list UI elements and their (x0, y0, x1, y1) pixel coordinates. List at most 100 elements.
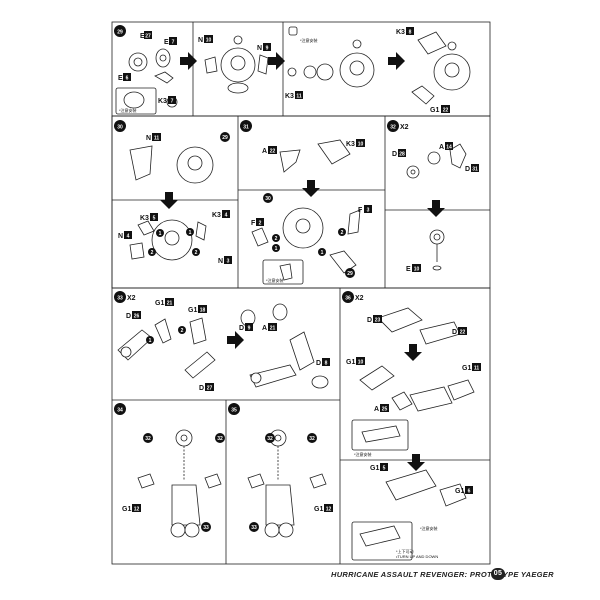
step-29-labels: E 27 E 7 E 6 K3 7 *注意安装 N 10 N 9 *注意安装 K… (118, 27, 450, 114)
svg-text:N: N (198, 37, 203, 44)
svg-text:29: 29 (222, 135, 228, 141)
svg-text:A: A (262, 148, 267, 155)
step-35 (247, 429, 327, 538)
arrow-down-icon (302, 180, 320, 197)
step-34-labels: 32 32 G1 12 33 (122, 433, 225, 532)
svg-text:9: 9 (248, 326, 251, 332)
svg-text:2: 2 (195, 250, 198, 256)
arrow-down-icon (407, 454, 425, 471)
svg-text:9: 9 (266, 46, 269, 52)
svg-text:D: D (126, 313, 131, 320)
svg-text:*上下可动: *上下可动 (396, 548, 414, 554)
arrow-down-icon (160, 192, 178, 209)
arrow-right-icon (180, 52, 197, 70)
svg-text:22: 22 (443, 108, 449, 114)
svg-text:G1: G1 (122, 506, 131, 513)
svg-text:*注意安装: *注意安装 (354, 451, 372, 457)
svg-text:32: 32 (390, 125, 396, 131)
svg-text:1: 1 (275, 246, 278, 252)
svg-text:10: 10 (358, 360, 364, 366)
step-32 (406, 143, 467, 271)
svg-text:G1: G1 (462, 365, 471, 372)
svg-text:*注意安装: *注意安装 (420, 525, 438, 531)
svg-text:11: 11 (296, 94, 302, 100)
step-36-labels: D 23 D 22 G1 10 G1 11 A 25 *注意安装 G1 5 G1… (346, 315, 481, 559)
svg-text:N: N (257, 45, 262, 52)
step-31 (251, 139, 361, 285)
svg-text:1: 1 (321, 250, 324, 256)
svg-text:6: 6 (468, 489, 471, 495)
svg-text:X2: X2 (400, 124, 409, 131)
page-footer: HURRICANE ASSAULT REVENGER: PROTOTYPE YA… (331, 568, 591, 582)
svg-text:G1: G1 (314, 506, 323, 513)
svg-text:21: 21 (167, 301, 173, 307)
svg-text:33: 33 (251, 525, 257, 531)
svg-text:35: 35 (231, 408, 237, 414)
svg-text:32: 32 (267, 436, 273, 442)
svg-text:8: 8 (409, 30, 412, 36)
step-arrows (160, 52, 445, 471)
step-30-labels: N 11 29 K3 5 K3 4 N 4 N 3 1 2 1 2 (118, 132, 232, 265)
manual-title: HURRICANE ASSAULT REVENGER: PROTOTYPE YA… (331, 570, 554, 579)
step-35-labels: 32 32 G1 12 33 (249, 433, 333, 532)
svg-text:K3: K3 (396, 29, 405, 36)
svg-text:*注意安装: *注意安装 (300, 37, 318, 43)
svg-text:10: 10 (206, 38, 212, 44)
svg-text:34: 34 (117, 408, 123, 414)
svg-text:1: 1 (159, 231, 162, 237)
svg-text:D: D (199, 385, 204, 392)
svg-text:K3: K3 (285, 93, 294, 100)
svg-text:12: 12 (326, 507, 332, 513)
svg-text:D: D (392, 151, 397, 158)
arrow-down-icon (404, 344, 422, 361)
svg-text:33: 33 (203, 525, 209, 531)
svg-text:11: 11 (474, 366, 480, 372)
svg-text:21: 21 (270, 326, 276, 332)
svg-text:3: 3 (367, 208, 370, 214)
svg-text:A: A (262, 325, 267, 332)
svg-text:D: D (239, 325, 244, 332)
svg-text:28: 28 (399, 152, 405, 158)
svg-text:F: F (358, 207, 363, 214)
svg-text:27: 27 (145, 34, 151, 40)
svg-text:32: 32 (309, 436, 315, 442)
svg-text:7: 7 (171, 99, 174, 105)
svg-text:K3: K3 (158, 98, 167, 105)
svg-text:E: E (140, 33, 145, 40)
step-badges: 29 30 31 32 X2 33 X2 34 35 36 X2 (114, 25, 409, 415)
svg-text:2: 2 (181, 328, 184, 334)
svg-text:10: 10 (414, 267, 420, 273)
svg-text:G1: G1 (370, 465, 379, 472)
svg-text:10: 10 (358, 142, 364, 148)
svg-text:G1: G1 (430, 107, 439, 114)
svg-text:4: 4 (127, 234, 130, 240)
svg-text:D: D (367, 317, 372, 324)
svg-text:D: D (316, 360, 321, 367)
svg-text:D: D (452, 329, 457, 336)
svg-text:E: E (118, 75, 123, 82)
svg-text:2: 2 (341, 230, 344, 236)
svg-text:X2: X2 (127, 295, 136, 302)
svg-text:G1: G1 (455, 488, 464, 495)
svg-text:N: N (218, 258, 223, 265)
svg-text:31: 31 (472, 167, 478, 173)
svg-text:36: 36 (345, 296, 351, 302)
arrow-right-icon (227, 331, 244, 349)
svg-text:26: 26 (134, 314, 140, 320)
svg-text:5: 5 (383, 466, 386, 472)
svg-text:27: 27 (207, 386, 213, 392)
svg-text:2: 2 (275, 236, 278, 242)
svg-text:8: 8 (325, 361, 328, 367)
svg-text:14: 14 (446, 145, 452, 151)
arrow-right-icon (388, 52, 405, 70)
svg-text:31: 31 (243, 125, 249, 131)
svg-text:22: 22 (270, 149, 276, 155)
step-34 (137, 429, 222, 538)
page-number: 05 (491, 568, 505, 580)
svg-text:30: 30 (265, 196, 271, 202)
svg-text:D: D (465, 166, 470, 173)
svg-text:•TURN UP AND DOWN: •TURN UP AND DOWN (396, 554, 438, 559)
svg-text:25: 25 (382, 407, 388, 413)
